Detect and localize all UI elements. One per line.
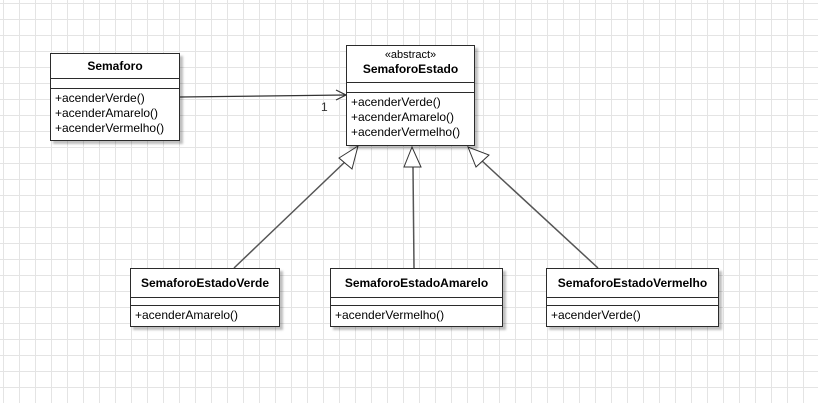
inheritance-triangle (467, 146, 490, 168)
association-edge[interactable] (179, 89, 348, 101)
operation: +acenderVermelho() (335, 308, 445, 322)
class-header: SemaforoEstadoAmarelo (331, 269, 502, 297)
class-semaforo-estado-verde[interactable]: SemaforoEstadoVerde +acenderAmarelo() (130, 268, 280, 327)
operation: +acenderAmarelo() (55, 106, 159, 120)
generalization-edge-verde[interactable] (233, 144, 359, 269)
class-header: SemaforoEstadoVermelho (547, 269, 718, 297)
class-name: SemaforoEstadoAmarelo (344, 276, 489, 290)
generalization-edge-amarelo[interactable] (403, 145, 422, 269)
attributes-compartment (347, 82, 474, 92)
operations-compartment: +acenderVermelho() (331, 305, 502, 326)
generalization-edge-vermelho[interactable] (467, 146, 599, 269)
class-header: «abstract» SemaforoEstado (347, 46, 474, 82)
operations-compartment: +acenderAmarelo() (131, 305, 279, 326)
class-name: SemaforoEstadoVermelho (557, 276, 708, 290)
class-header: Semaforo (51, 54, 179, 78)
operation: +acenderVermelho() (55, 121, 165, 135)
association-multiplicity: 1 (321, 100, 328, 114)
class-stereotype: «abstract» (384, 49, 437, 61)
operations-compartment: +acenderVerde() +acenderAmarelo() +acend… (51, 88, 179, 139)
class-name: SemaforoEstadoVerde (140, 276, 270, 290)
attributes-compartment (331, 297, 502, 305)
class-name: SemaforoEstado (362, 62, 459, 76)
attributes-compartment (51, 78, 179, 88)
class-semaforo-estado[interactable]: «abstract» SemaforoEstado +acenderVerde(… (346, 45, 475, 146)
operation: +acenderVerde() (551, 308, 641, 322)
class-semaforo[interactable]: Semaforo +acenderVerde() +acenderAmarelo… (50, 53, 180, 141)
inheritance-triangle (338, 144, 359, 170)
operation: +acenderVerde() (351, 95, 441, 109)
class-semaforo-estado-amarelo[interactable]: SemaforoEstadoAmarelo +acenderVermelho() (330, 268, 503, 327)
class-name: Semaforo (87, 59, 143, 73)
operation: +acenderAmarelo() (351, 110, 455, 124)
attributes-compartment (547, 297, 718, 305)
class-header: SemaforoEstadoVerde (131, 269, 279, 297)
operation: +acenderAmarelo() (135, 308, 239, 322)
operations-compartment: +acenderVerde() +acenderAmarelo() +acend… (347, 92, 474, 143)
operation: +acenderVerde() (55, 91, 145, 105)
attributes-compartment (131, 297, 279, 305)
operation: +acenderVermelho() (351, 125, 461, 139)
class-semaforo-estado-vermelho[interactable]: SemaforoEstadoVermelho +acenderVerde() (546, 268, 719, 327)
inheritance-triangle (403, 145, 422, 168)
operations-compartment: +acenderVerde() (547, 305, 718, 326)
